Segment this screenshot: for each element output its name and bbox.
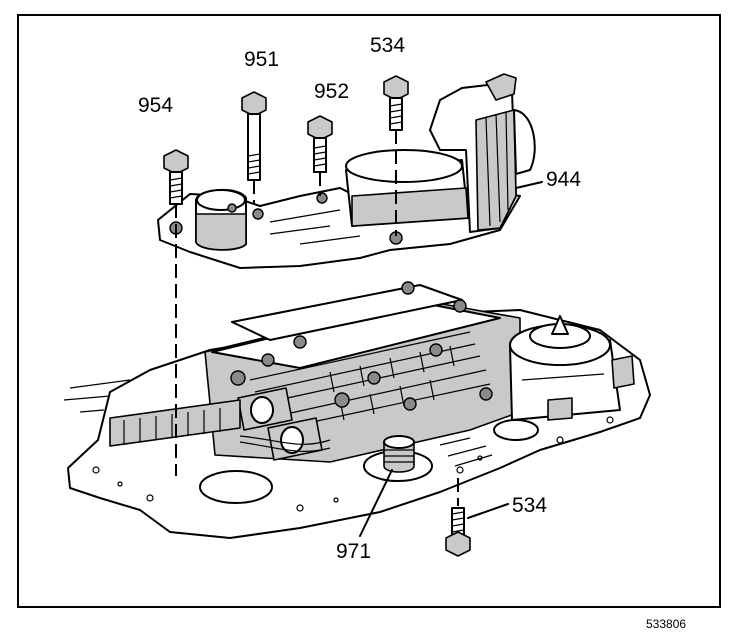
bolt-952 (307, 115, 333, 173)
callout-534-top: 534 (370, 34, 405, 57)
callout-971: 971 (336, 540, 371, 563)
bolt-534-bottom (445, 507, 471, 557)
callout-534-bottom: 534 (512, 494, 547, 517)
bolt-534-top (383, 75, 409, 131)
callout-954: 954 (138, 94, 173, 117)
leader-534-bottom (467, 503, 509, 519)
figure-number: 533806 (646, 617, 686, 631)
leader-971 (359, 469, 393, 537)
part-971 (383, 435, 415, 473)
valve-body (109, 281, 521, 463)
leader-944 (515, 181, 543, 189)
bolt-954 (163, 149, 189, 205)
callout-952: 952 (314, 80, 349, 103)
control-solenoid-assembly (157, 73, 536, 269)
callout-944: 944 (546, 168, 581, 191)
callout-951: 951 (244, 48, 279, 71)
bolt-951 (241, 91, 267, 181)
pressure-regulator-housing (509, 315, 635, 421)
